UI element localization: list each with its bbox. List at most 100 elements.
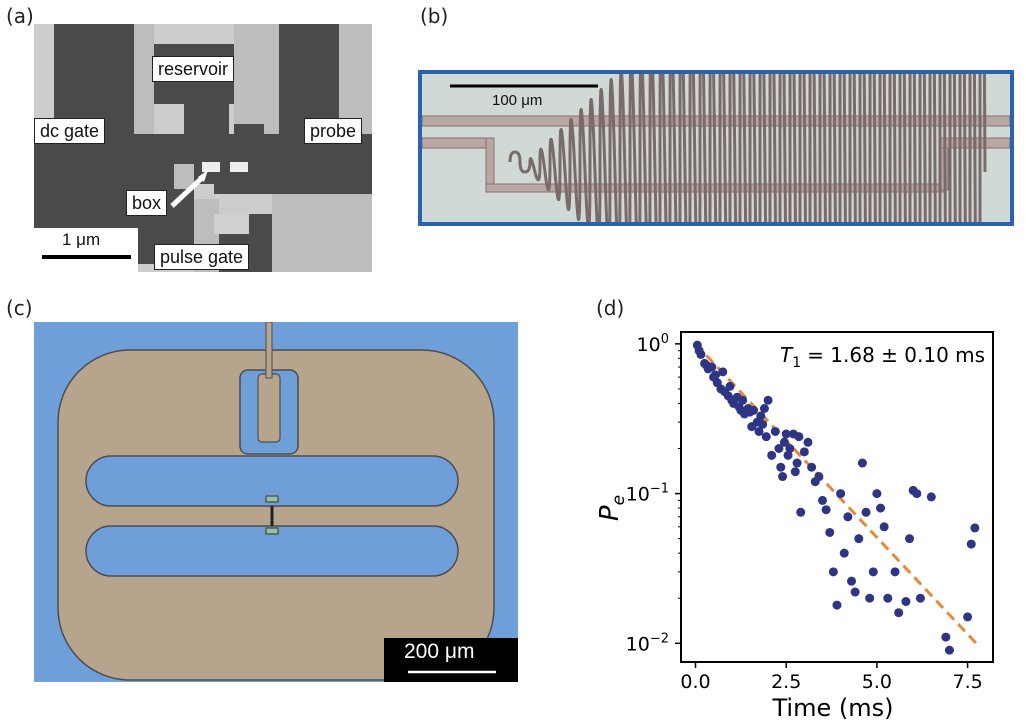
resonator-structure xyxy=(422,74,1010,222)
panel-label-d: (d) xyxy=(596,296,625,320)
data-point xyxy=(836,489,846,499)
data-point xyxy=(745,407,755,417)
data-point xyxy=(779,437,789,447)
transmon-structure xyxy=(57,322,518,682)
data-point xyxy=(747,422,757,432)
data-point xyxy=(796,507,806,517)
data-point xyxy=(843,512,853,522)
sem-micrograph-a: reservoir dc gate probe box pulse gate 1… xyxy=(34,24,372,272)
data-point xyxy=(781,429,791,439)
data-point xyxy=(716,384,726,394)
data-point xyxy=(876,503,886,513)
data-point xyxy=(790,467,800,477)
data-point xyxy=(778,472,788,482)
data-point xyxy=(758,419,768,429)
data-point xyxy=(912,489,922,499)
data-point xyxy=(792,458,802,468)
data-point xyxy=(850,587,860,597)
data-point xyxy=(700,358,710,368)
x-tick-label: 2.5 xyxy=(771,671,801,693)
data-point xyxy=(926,492,936,502)
qubit-micrograph-c: 200 μm xyxy=(34,322,518,682)
data-point xyxy=(725,381,735,391)
data-point xyxy=(752,417,762,427)
data-point xyxy=(788,429,798,439)
data-point xyxy=(734,402,744,412)
y-tick-label: 10−1 xyxy=(626,482,669,506)
data-point xyxy=(767,450,777,460)
data-point xyxy=(963,612,973,622)
label-probe: probe xyxy=(304,118,363,144)
data-point xyxy=(709,372,719,382)
data-point xyxy=(865,593,875,603)
data-point xyxy=(729,398,739,408)
data-point xyxy=(814,472,824,482)
data-point xyxy=(879,522,889,532)
data-point xyxy=(756,411,766,421)
data-point xyxy=(821,505,831,515)
data-point xyxy=(905,534,915,544)
panel-label-c: (c) xyxy=(6,296,33,320)
data-point xyxy=(774,444,784,454)
data-point xyxy=(763,395,773,405)
data-point xyxy=(692,340,702,350)
panel-label-b: (b) xyxy=(420,4,449,28)
data-point xyxy=(696,349,706,359)
t1-annotation: T1= 1.68 ± 0.10 ms xyxy=(780,343,985,371)
data-point xyxy=(857,458,867,468)
data-point xyxy=(776,462,786,472)
data-point xyxy=(799,447,809,457)
data-point xyxy=(701,360,711,370)
data-point xyxy=(749,405,759,415)
data-point xyxy=(785,444,795,454)
data-point xyxy=(966,539,976,549)
data-point xyxy=(970,523,980,533)
data-point xyxy=(720,387,730,397)
x-tick-label: 5.0 xyxy=(862,671,892,693)
data-point xyxy=(794,432,804,442)
scalebar-label-c: 200 μm xyxy=(404,640,475,663)
data-point xyxy=(847,576,857,586)
x-tick-label: 7.5 xyxy=(952,671,982,693)
data-point xyxy=(890,567,900,577)
data-point xyxy=(743,404,753,414)
data-point xyxy=(761,432,771,442)
data-point xyxy=(854,534,864,544)
data-point xyxy=(861,507,871,517)
data-point xyxy=(883,593,893,603)
data-point xyxy=(944,645,954,655)
x-tick-label: 0.0 xyxy=(680,671,710,693)
panel-label-a: (a) xyxy=(6,4,34,28)
data-point xyxy=(754,426,764,436)
y-tick-label: 100 xyxy=(637,332,669,356)
data-point xyxy=(739,409,749,419)
fit-line xyxy=(694,342,980,647)
data-point xyxy=(783,450,793,460)
data-point xyxy=(915,593,925,603)
data-point xyxy=(872,489,882,499)
data-point xyxy=(868,567,878,577)
data-point xyxy=(817,495,827,505)
data-point xyxy=(712,378,722,388)
data-point xyxy=(718,367,728,377)
label-reservoir: reservoir xyxy=(152,56,235,82)
optical-micrograph-b: 100 μm xyxy=(418,70,1014,226)
data-point xyxy=(770,426,780,436)
data-point xyxy=(839,548,849,558)
data-point xyxy=(901,597,911,607)
data-point xyxy=(738,395,748,405)
data-point xyxy=(807,462,817,472)
label-box: box xyxy=(126,190,168,216)
plot-frame xyxy=(680,331,994,663)
data-point xyxy=(723,391,733,401)
data-point xyxy=(710,370,720,380)
data-point xyxy=(941,632,951,642)
data-point xyxy=(732,392,742,402)
label-pulse-gate: pulse gate xyxy=(154,244,250,270)
data-point xyxy=(803,437,813,447)
data-point xyxy=(894,608,904,618)
data-point xyxy=(736,405,746,415)
data-point xyxy=(832,600,842,610)
data-point xyxy=(759,404,769,414)
data-point xyxy=(810,477,820,487)
